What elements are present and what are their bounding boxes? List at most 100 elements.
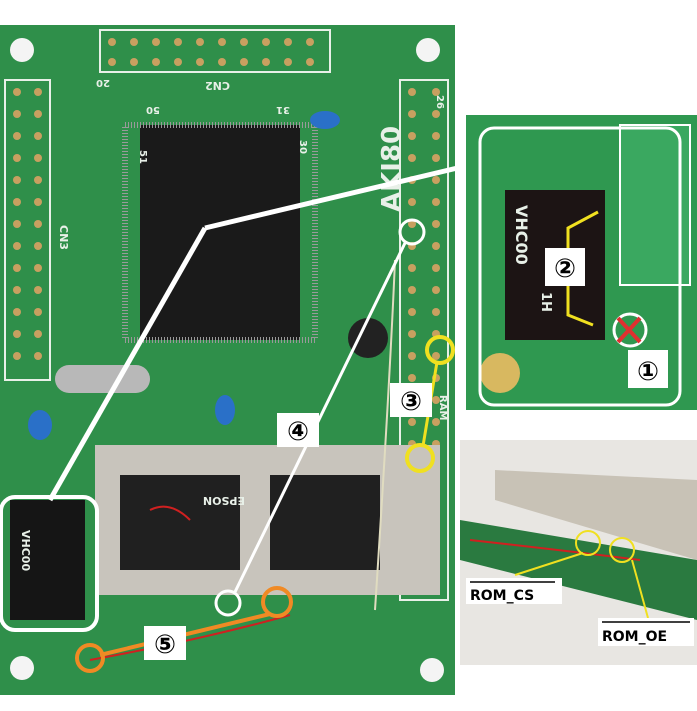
solder-pad (174, 58, 182, 66)
solder-pad (408, 154, 416, 162)
silkscreen-pin-31: 31 (276, 104, 290, 115)
main-board-photo: AKI80 CN2 CN3 20 50 51 31 30 26 RAM VHC0… (0, 25, 455, 695)
solder-pad (240, 38, 248, 46)
solder-pad (196, 38, 204, 46)
solder-pad (306, 58, 314, 66)
silkscreen-ic-marking: VHC00 (19, 530, 32, 571)
callout-3: ③ (400, 387, 422, 417)
solder-pad (262, 38, 270, 46)
solder-pad (218, 38, 226, 46)
solder-pad (408, 110, 416, 118)
solder-pad (13, 308, 21, 316)
solder-pad (284, 58, 292, 66)
solder-pad (408, 286, 416, 294)
cut-mark-x-icon (616, 316, 642, 344)
solder-pad (432, 88, 440, 96)
solder-pad (13, 198, 21, 206)
label-rom-oe: ROM_OE (602, 629, 667, 645)
solder-pad (432, 198, 440, 206)
inset-rom-signals: ROM_CS ROM_OE (460, 440, 697, 665)
silkscreen-pin-20: 20 (96, 77, 110, 88)
solder-pad (432, 352, 440, 360)
solder-pad (432, 176, 440, 184)
solder-pad (152, 58, 160, 66)
solder-pad (432, 396, 440, 404)
silkscreen-cn2: CN2 (205, 79, 230, 92)
solder-pad (13, 330, 21, 338)
solder-pad (432, 286, 440, 294)
callout-5: ⑤ (154, 630, 176, 660)
solder-pad (13, 88, 21, 96)
solder-pad (34, 220, 42, 228)
solder-pad (108, 38, 116, 46)
solder-pad (34, 352, 42, 360)
inset-ic-code: 1H (538, 292, 553, 312)
solder-pad (408, 374, 416, 382)
solder-pad (34, 176, 42, 184)
solder-pad (432, 110, 440, 118)
solder-pad (34, 286, 42, 294)
solder-pad (34, 132, 42, 140)
solder-pad (408, 418, 416, 426)
cpu-chip (140, 125, 300, 340)
label-rom-cs: ROM_CS (470, 588, 534, 604)
callout-1: ① (637, 357, 659, 387)
solder-pad (432, 132, 440, 140)
solder-pad (284, 38, 292, 46)
solder-pad (34, 110, 42, 118)
solder-pad (408, 308, 416, 316)
solder-pad (408, 88, 416, 96)
silkscreen-pin-26: 26 (434, 95, 445, 109)
solder-pad (13, 242, 21, 250)
solder-pad (13, 132, 21, 140)
solder-pad (432, 220, 440, 228)
rom-chip-marking: EPSON (203, 494, 245, 507)
solder-pad (34, 330, 42, 338)
solder-pad (34, 242, 42, 250)
solder-pad (408, 264, 416, 272)
callout-2: ② (554, 254, 576, 284)
silkscreen-cn3: CN3 (57, 225, 70, 250)
solder-pad (408, 132, 416, 140)
solder-pad (432, 308, 440, 316)
solder-pad (174, 38, 182, 46)
solder-pad (408, 220, 416, 228)
vhc00-highlight-box (0, 495, 99, 632)
inset-vhc00-closeup: VHC00 1H ② ① (466, 115, 697, 410)
solder-pad (306, 38, 314, 46)
solder-pad (262, 58, 270, 66)
solder-pad (408, 198, 416, 206)
solder-pad (13, 110, 21, 118)
solder-pad (34, 88, 42, 96)
solder-pad (13, 264, 21, 272)
solder-pad (432, 154, 440, 162)
silkscreen-ram: RAM (437, 395, 448, 420)
solder-pad (34, 308, 42, 316)
silkscreen-pin-50: 50 (146, 104, 160, 115)
silkscreen-pin-51: 51 (137, 150, 148, 164)
solder-pad (108, 58, 116, 66)
solder-pad (130, 38, 138, 46)
solder-pad (408, 330, 416, 338)
inset-ic-marking: VHC00 (512, 205, 531, 265)
solder-pad (432, 264, 440, 272)
solder-pad (432, 242, 440, 250)
solder-pad (13, 176, 21, 184)
solder-pad (152, 38, 160, 46)
solder-pad (13, 220, 21, 228)
solder-pad (34, 264, 42, 272)
solder-pad (432, 418, 440, 426)
silkscreen-board-name: AKI80 (377, 126, 407, 212)
solder-pad (240, 58, 248, 66)
solder-pad (13, 352, 21, 360)
solder-pad (130, 58, 138, 66)
solder-pad (218, 58, 226, 66)
main-annotations: ③ ④ ⑤ (0, 162, 471, 673)
solder-pad (196, 58, 204, 66)
silkscreen-pin-30: 30 (297, 140, 308, 154)
solder-pad (13, 154, 21, 162)
solder-pad (34, 198, 42, 206)
solder-pad (13, 286, 21, 294)
solder-pad (34, 154, 42, 162)
